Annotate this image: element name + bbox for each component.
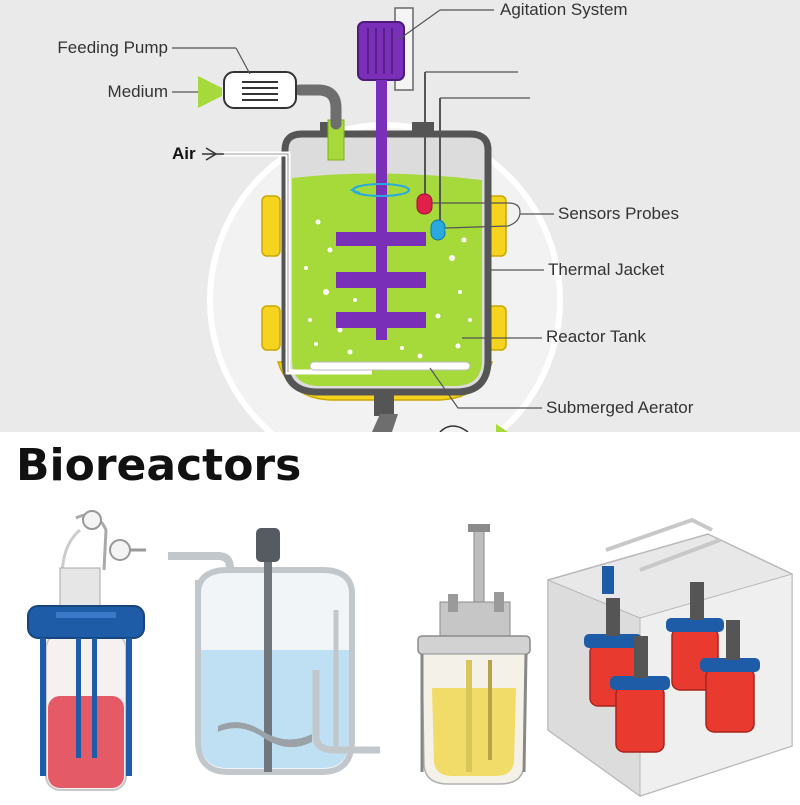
medium-inlet-funnel <box>198 76 222 108</box>
air-line-outline <box>222 153 289 372</box>
rotation-arrow-head <box>349 185 361 194</box>
impeller-blade <box>336 312 426 328</box>
tank-port <box>412 122 434 136</box>
submerged-aerator <box>309 361 471 371</box>
feed-pipe <box>294 84 342 130</box>
bioreactor-illustrations <box>0 510 800 800</box>
bottle-bioreactor-icon <box>27 510 146 791</box>
agitator-motor <box>357 21 405 81</box>
agitator-motor-ribs <box>367 28 393 74</box>
page-title: Bioreactors <box>16 440 302 491</box>
schematic-drawing <box>172 7 560 475</box>
benchtop-bioreactor-icon <box>417 524 531 785</box>
impeller-blade <box>336 272 426 288</box>
bottom-valve <box>439 425 469 433</box>
feeding-pump-lines <box>242 81 278 101</box>
outlet-funnel <box>496 424 508 432</box>
blue-sensor-probe <box>430 219 446 241</box>
feeding-pump <box>223 71 297 109</box>
thermal-jacket-pad-left-bottom <box>261 305 281 351</box>
label-sensors-probes: Sensors Probes <box>558 204 679 223</box>
label-feeding-pump: Feeding Pump <box>57 38 168 57</box>
leader-lines <box>172 9 554 409</box>
bioreactor-schematic: Agitation System Feeding Pump Medium Air… <box>0 0 800 475</box>
bottom-outlet <box>374 392 394 416</box>
label-thermal-jacket: Thermal Jacket <box>548 260 665 279</box>
label-air: Air <box>172 144 196 163</box>
air-bubbles <box>304 219 472 359</box>
label-agitation-system: Agitation System <box>500 0 628 19</box>
glass-vessel-bioreactor-icon <box>168 528 380 775</box>
red-sensor-probe <box>416 193 433 215</box>
impeller-blade <box>336 232 426 246</box>
parallel-bioreactor-system-icon <box>547 517 793 797</box>
bottom-outlet-pipe <box>372 414 398 432</box>
illustration-row <box>27 510 793 797</box>
agitator-shaft <box>376 80 387 340</box>
thermal-jacket-pad-left-top <box>261 195 281 257</box>
label-reactor-tank: Reactor Tank <box>546 327 646 346</box>
label-submerged-aerator: Submerged Aerator <box>546 398 694 417</box>
label-medium: Medium <box>107 82 168 101</box>
